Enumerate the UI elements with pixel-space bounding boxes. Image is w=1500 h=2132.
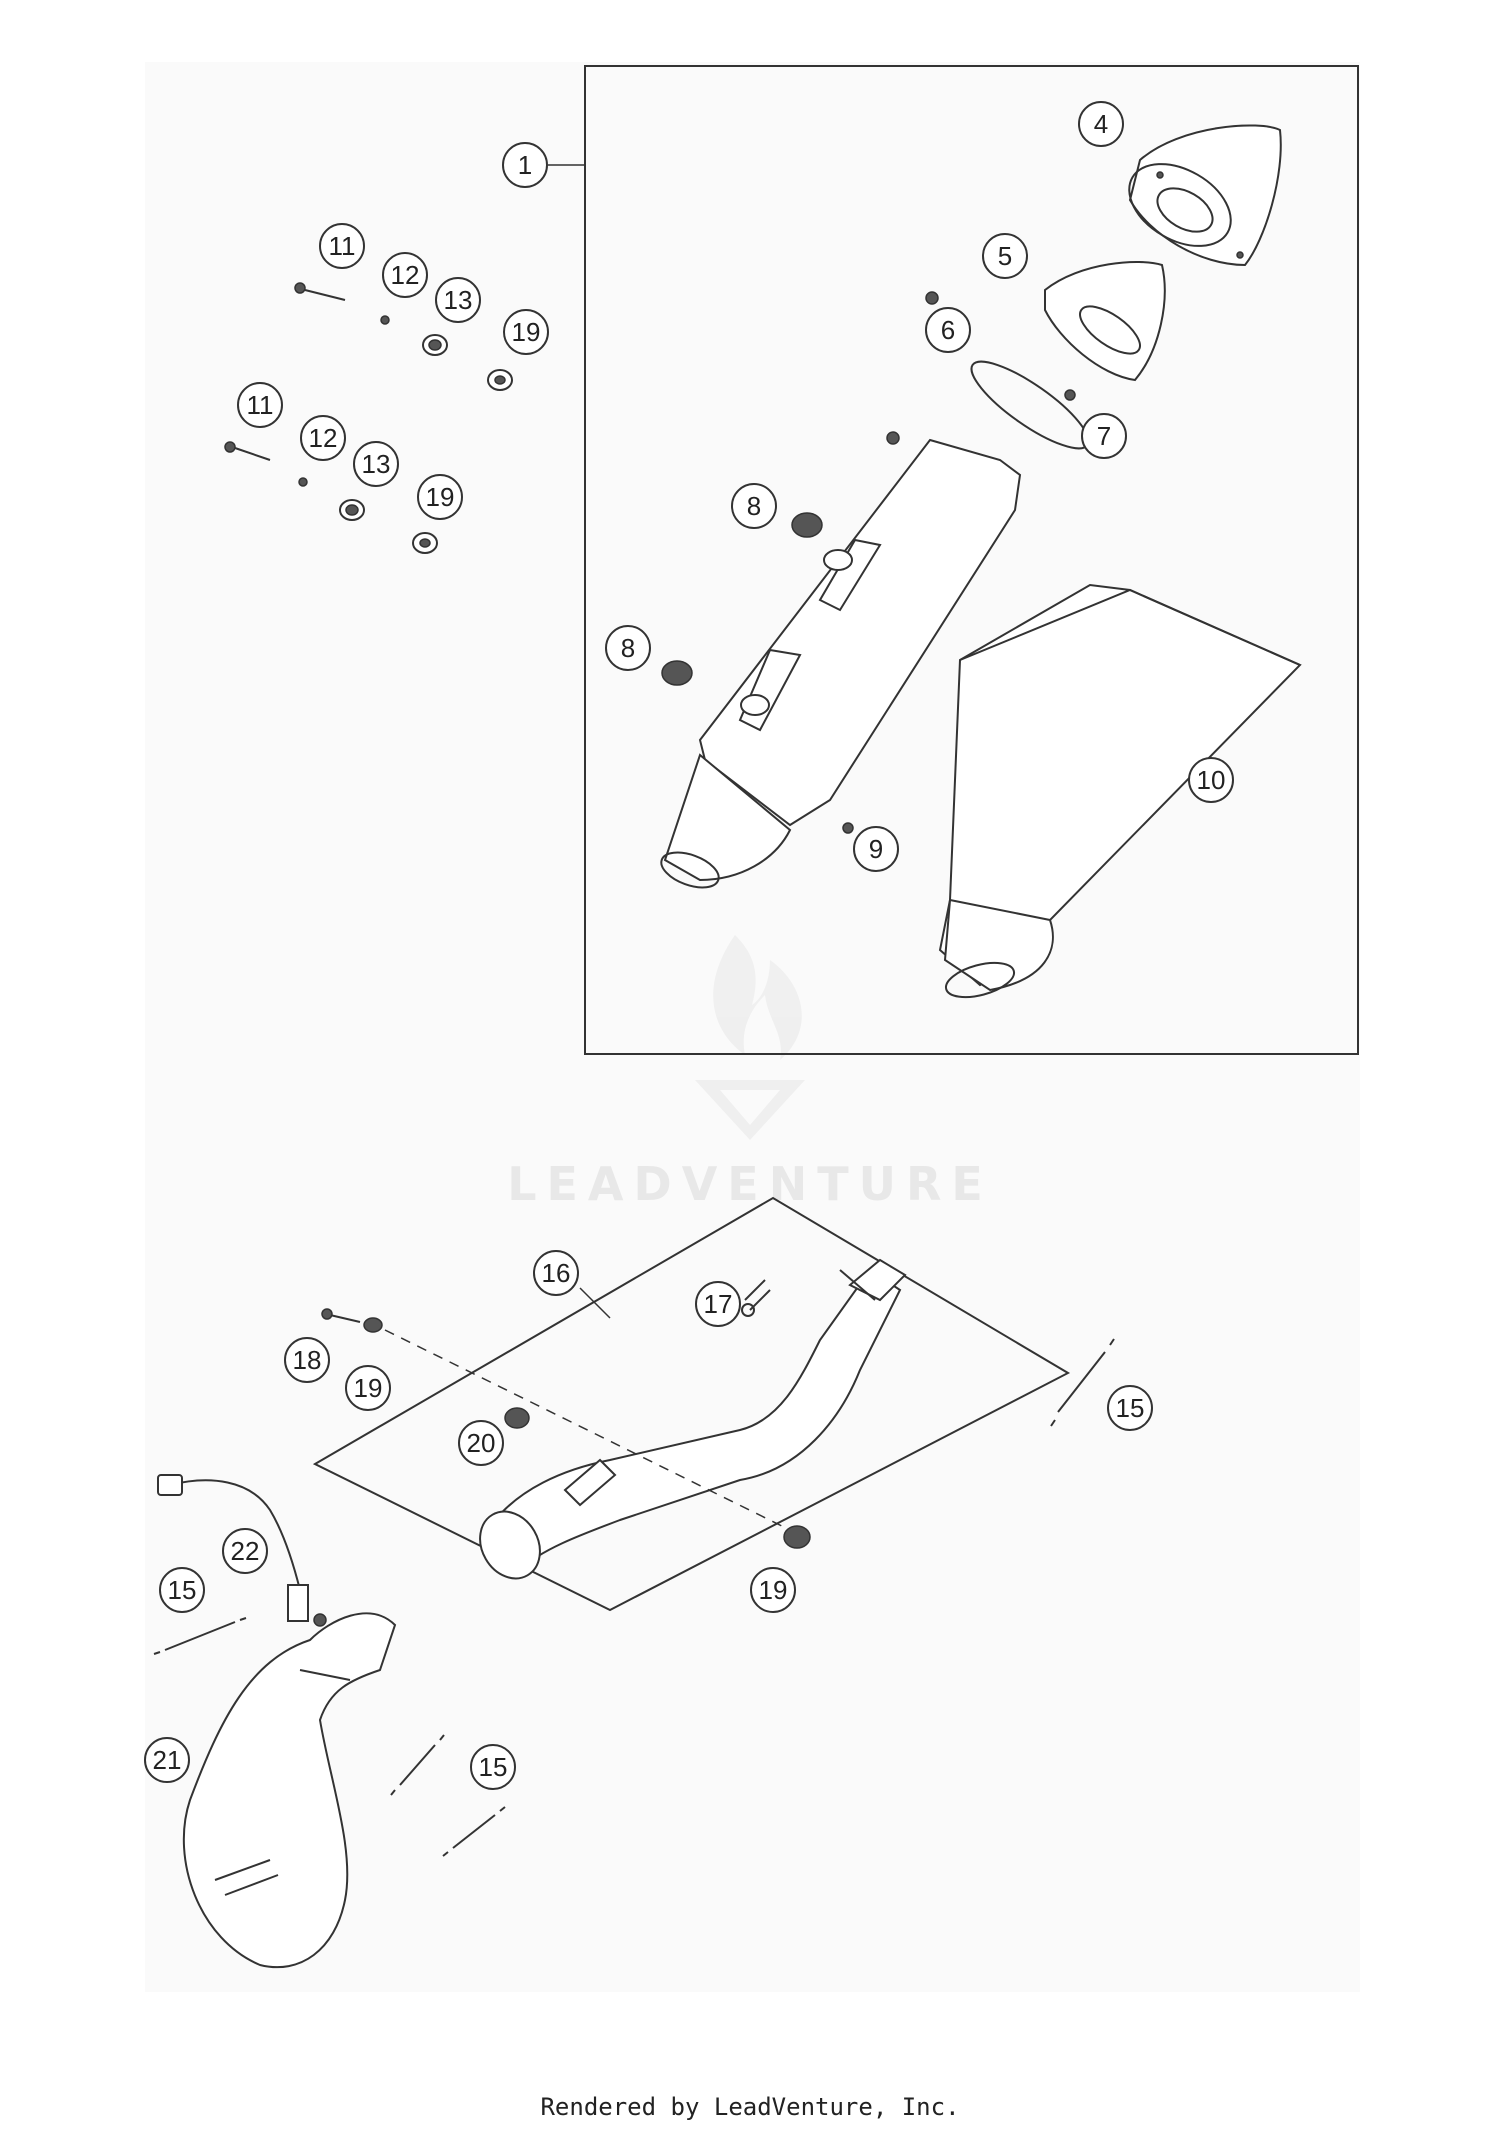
callout-22: 22 (222, 1528, 268, 1574)
callout-9: 9 (853, 826, 899, 872)
kit-1-box (584, 65, 1359, 1055)
callout-5: 5 (982, 233, 1028, 279)
header-pipe-part (182, 1612, 397, 1969)
screw-part (842, 822, 854, 834)
muffler-sleeve-part (938, 583, 1302, 999)
callout-label: 7 (1097, 421, 1111, 451)
callout-21: 21 (144, 1737, 190, 1783)
muffler-body-part (660, 438, 1022, 889)
callout-label: 19 (354, 1373, 383, 1403)
callout-label: 13 (444, 285, 473, 315)
callout-8: 8 (605, 625, 651, 671)
callout-label: 5 (998, 241, 1012, 271)
callout-label: 15 (479, 1752, 508, 1782)
inner-cone-part (1044, 261, 1166, 382)
callout-label: 17 (704, 1289, 733, 1319)
callout-19: 19 (345, 1365, 391, 1411)
callout-1: 1 (502, 142, 548, 188)
callout-12: 12 (382, 252, 428, 298)
screw-part (925, 291, 939, 305)
screw-part (886, 431, 900, 445)
callout-label: 8 (747, 491, 761, 521)
bushing-part (661, 660, 693, 686)
callout-11: 11 (319, 223, 365, 269)
hardware-set-upper (294, 282, 513, 391)
callout-label: 11 (247, 390, 274, 420)
callout-18: 18 (284, 1337, 330, 1383)
callout-label: 8 (621, 633, 635, 663)
callout-label: 22 (231, 1536, 260, 1566)
callout-label: 21 (153, 1745, 182, 1775)
callout-12: 12 (300, 415, 346, 461)
callout-19: 19 (503, 309, 549, 355)
callout-15: 15 (1107, 1385, 1153, 1431)
watermark-logo (695, 935, 805, 1140)
callout-4: 4 (1078, 101, 1124, 147)
leader-16 (579, 1287, 611, 1319)
callout-19: 19 (750, 1567, 796, 1613)
callout-label: 11 (329, 231, 356, 261)
callout-label: 6 (941, 315, 955, 345)
callout-6: 6 (925, 307, 971, 353)
callout-label: 15 (168, 1575, 197, 1605)
callout-15: 15 (159, 1567, 205, 1613)
callout-label: 19 (759, 1575, 788, 1605)
spring-part (390, 1734, 445, 1796)
washer-part (783, 1525, 811, 1549)
callout-8: 8 (731, 483, 777, 529)
footer-credit: Rendered by LeadVenture, Inc. (540, 2093, 960, 2121)
callout-label: 10 (1197, 765, 1226, 795)
callout-label: 18 (293, 1345, 322, 1375)
watermark-text: LEADVENTURE (507, 1157, 993, 1211)
callout-label: 20 (467, 1428, 496, 1458)
hardware-set-lower (224, 441, 438, 554)
callout-19: 19 (417, 474, 463, 520)
callout-10: 10 (1188, 757, 1234, 803)
callout-17: 17 (695, 1281, 741, 1327)
callout-label: 1 (518, 150, 532, 180)
grommet-part (504, 1407, 530, 1429)
bushing-part (791, 512, 823, 538)
callout-15: 15 (470, 1744, 516, 1790)
callout-label: 12 (391, 260, 420, 290)
spring-part (1050, 1338, 1115, 1427)
end-cap-part (1128, 124, 1282, 267)
callout-13: 13 (353, 441, 399, 487)
callout-label: 19 (512, 317, 541, 347)
callout-16: 16 (533, 1250, 579, 1296)
callout-label: 12 (309, 423, 338, 453)
spring-part (442, 1806, 506, 1857)
bolt-washer-part (321, 1308, 801, 1536)
callout-label: 19 (426, 482, 455, 512)
callout-11: 11 (237, 382, 283, 428)
callout-7: 7 (1081, 413, 1127, 459)
lambda-sensor-part (157, 1474, 309, 1622)
callout-label: 9 (869, 834, 883, 864)
callout-label: 15 (1116, 1393, 1145, 1423)
callout-label: 4 (1094, 109, 1108, 139)
callout-13: 13 (435, 277, 481, 323)
callout-20: 20 (458, 1420, 504, 1466)
callout-label: 13 (362, 449, 391, 479)
callout-label: 16 (542, 1258, 571, 1288)
mid-pipe-part (479, 1258, 907, 1580)
screw-part (1064, 389, 1076, 401)
pipe-clamp-part (741, 1279, 771, 1317)
spring-part (153, 1617, 247, 1655)
